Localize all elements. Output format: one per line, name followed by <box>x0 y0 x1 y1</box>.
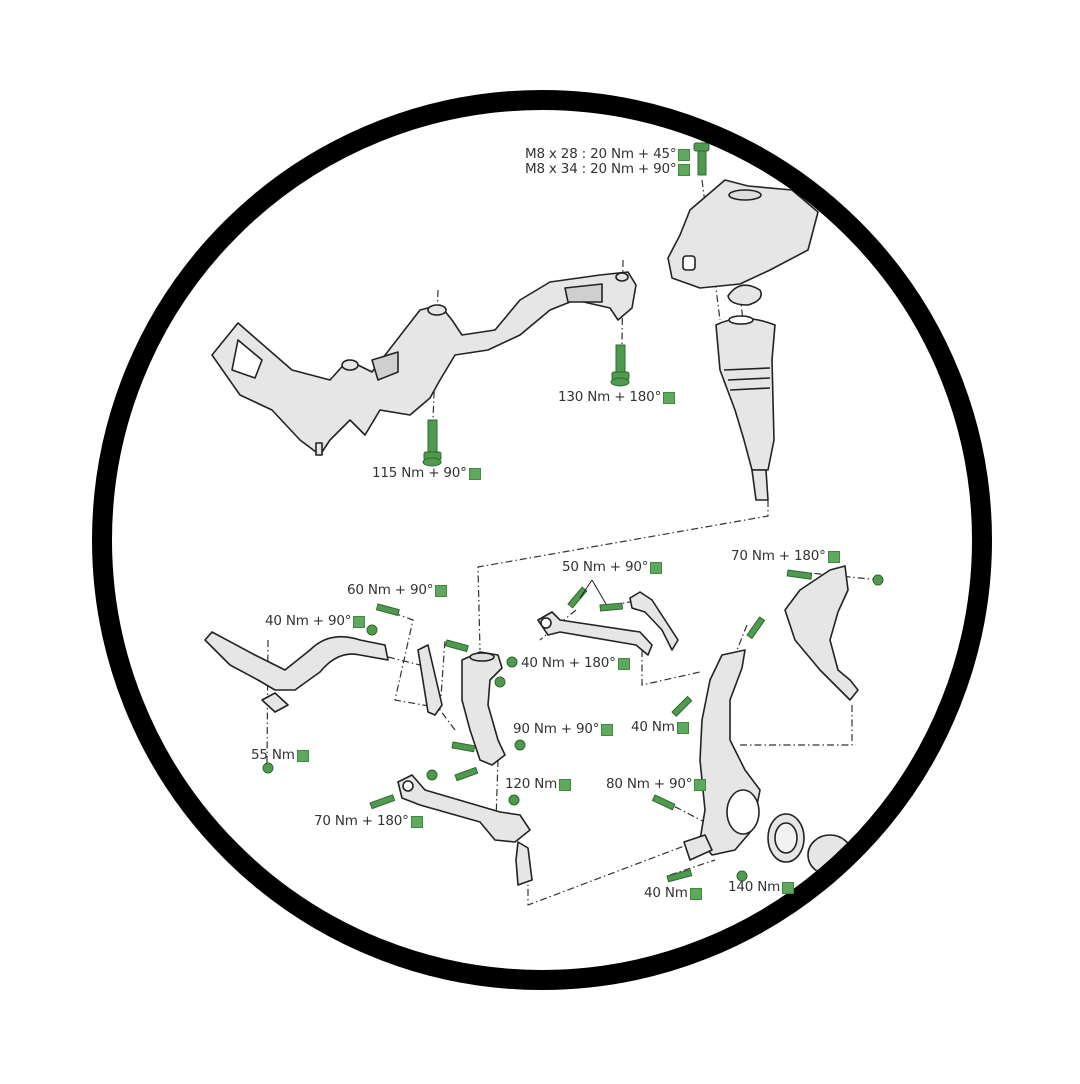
air-spring-strut <box>715 315 776 501</box>
torque-marker-icon <box>468 467 481 480</box>
upper-link-front <box>537 611 653 656</box>
torque-marker-icon <box>694 778 707 791</box>
torque-label-strut-fork: 40 Nm + 180° <box>521 656 630 671</box>
torque-label-lower-ball-joint: 120 Nm <box>505 777 572 792</box>
torque-marker-icon <box>827 550 840 563</box>
torque-marker-icon <box>663 391 676 404</box>
subframe <box>211 271 637 456</box>
torque-label-m8x34: M8 x 34 : 20 Nm + 90° <box>525 162 691 177</box>
torque-label-upper-links: 50 Nm + 90° <box>562 560 663 575</box>
torque-marker-icon <box>435 584 448 597</box>
torque-marker-icon <box>650 561 663 574</box>
torque-marker-icon <box>678 163 691 176</box>
stabilizer-link <box>417 644 443 716</box>
torque-label-subframe-front: 115 Nm + 90° <box>372 466 481 481</box>
torque-label-knuckle-upper: 40 Nm <box>631 720 689 735</box>
torque-marker-icon <box>782 881 795 894</box>
lower-wishbone <box>397 774 533 886</box>
torque-label-upper-wishbone: 70 Nm + 180° <box>731 549 840 564</box>
torque-label-stabilizer-link: 60 Nm + 90° <box>347 583 448 598</box>
torque-marker-icon <box>296 749 309 762</box>
torque-label-track-rod: 40 Nm <box>644 886 702 901</box>
upper-wishbone-right <box>784 565 859 701</box>
strut-top-mount <box>667 179 819 306</box>
frame-ring <box>92 90 992 990</box>
subframe-bolts <box>422 142 710 467</box>
steering-knuckle <box>683 649 761 861</box>
torque-marker-icon <box>601 723 614 736</box>
torque-label-knuckle: 80 Nm + 90° <box>606 777 707 792</box>
upper-link-rear <box>629 591 679 651</box>
torque-marker-icon <box>689 887 702 900</box>
stabilizer-bar <box>204 631 389 713</box>
torque-marker-icon <box>617 657 630 670</box>
torque-label-hub: 140 Nm <box>728 880 795 895</box>
torque-marker-icon <box>353 615 366 628</box>
torque-marker-icon <box>559 778 572 791</box>
torque-label-subframe-rear: 130 Nm + 180° <box>558 390 676 405</box>
torque-marker-icon <box>410 815 423 828</box>
torque-marker-icon <box>676 721 689 734</box>
torque-label-m8x28: M8 x 28 : 20 Nm + 45° <box>525 147 691 162</box>
torque-label-fork-clamp: 90 Nm + 90° <box>513 722 614 737</box>
strut-fork <box>461 651 506 766</box>
torque-marker-icon <box>678 148 691 161</box>
torque-label-stabilizer-clamp: 55 Nm <box>251 748 309 763</box>
torque-label-stabilizer-bar: 40 Nm + 90° <box>265 614 366 629</box>
torque-label-lower-arm: 70 Nm + 180° <box>314 814 423 829</box>
fasteners <box>262 569 884 883</box>
